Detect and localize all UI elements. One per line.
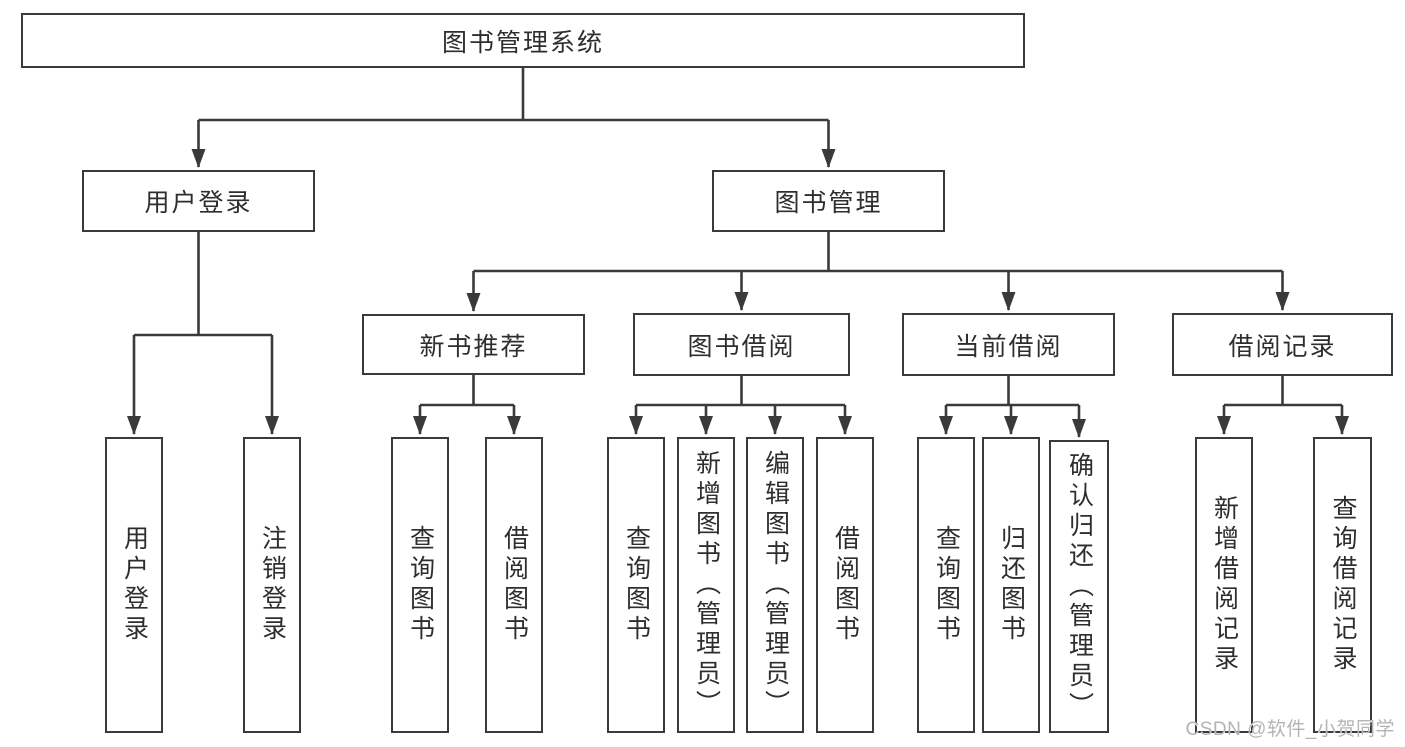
leaf-borrow-edit-books-admin: 编辑图书（管理员） — [746, 437, 804, 733]
leaf-logout: 注销登录 — [243, 437, 301, 733]
leaf-current-return-books: 归还图书 — [982, 437, 1040, 733]
leaf-borrow-query-books: 查询图书 — [607, 437, 665, 733]
connector-current-borrow-children — [939, 376, 1086, 438]
node-borrow-records: 借阅记录 — [1172, 313, 1393, 376]
leaf-current-confirm-return-admin: 确认归还（管理员） — [1049, 440, 1109, 733]
node-book-borrow: 图书借阅 — [633, 313, 850, 376]
leaf-recommend-borrow-books: 借阅图书 — [485, 437, 543, 733]
connector-user-login-children — [127, 232, 279, 435]
leaf-recommend-query-books: 查询图书 — [391, 437, 449, 733]
leaf-records-query-record: 查询借阅记录 — [1313, 437, 1372, 733]
leaf-records-add-record: 新增借阅记录 — [1195, 437, 1253, 733]
csdn-watermark: CSDN @软件_小贺同学 — [1185, 719, 1395, 740]
node-user-login: 用户登录 — [82, 170, 315, 232]
connector-book-mgmt-to-level3 — [466, 232, 1290, 312]
node-new-book-recommend: 新书推荐 — [362, 314, 585, 375]
connector-root-to-level2 — [191, 68, 836, 168]
connector-new-book-rec-children — [413, 375, 521, 435]
connector-book-borrow-children — [629, 376, 852, 435]
leaf-user-login: 用户登录 — [105, 437, 163, 733]
node-current-borrow: 当前借阅 — [902, 313, 1115, 376]
node-book-management: 图书管理 — [712, 170, 945, 232]
node-root: 图书管理系统 — [21, 13, 1025, 68]
leaf-borrow-borrow-books: 借阅图书 — [816, 437, 874, 733]
leaf-borrow-add-books-admin: 新增图书（管理员） — [677, 437, 735, 733]
connector-borrow-records-children — [1217, 376, 1349, 435]
leaf-current-query-books: 查询图书 — [917, 437, 975, 733]
